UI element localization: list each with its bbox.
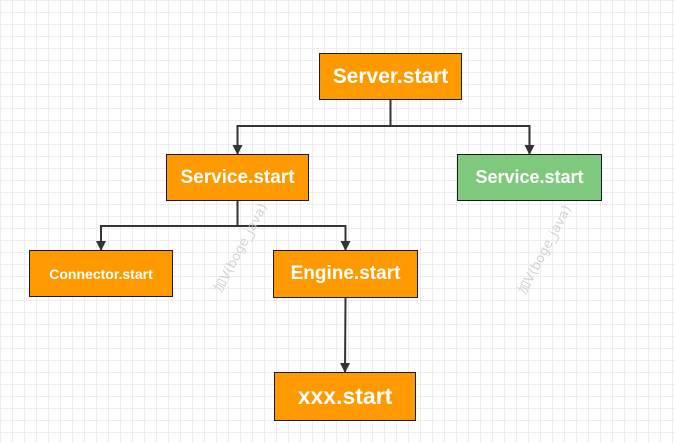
edge-server-start-to-service-start-left — [232, 100, 392, 155]
edge-engine-start-to-xxx-start — [340, 297, 351, 373]
node-service-start-left: Service.start — [166, 154, 309, 201]
node-xxx-start: xxx.start — [274, 372, 416, 421]
node-connector-start: Connector.start — [29, 250, 173, 297]
node-service-start-right: Service.start — [457, 154, 602, 201]
edge-server-start-to-service-start-right — [389, 100, 535, 155]
node-server-start: Server.start — [319, 53, 462, 100]
node-engine-start: Engine.start — [273, 250, 418, 298]
edge-service-start-left-to-connector-start — [96, 201, 239, 251]
edge-service-start-left-to-engine-start — [236, 201, 351, 251]
